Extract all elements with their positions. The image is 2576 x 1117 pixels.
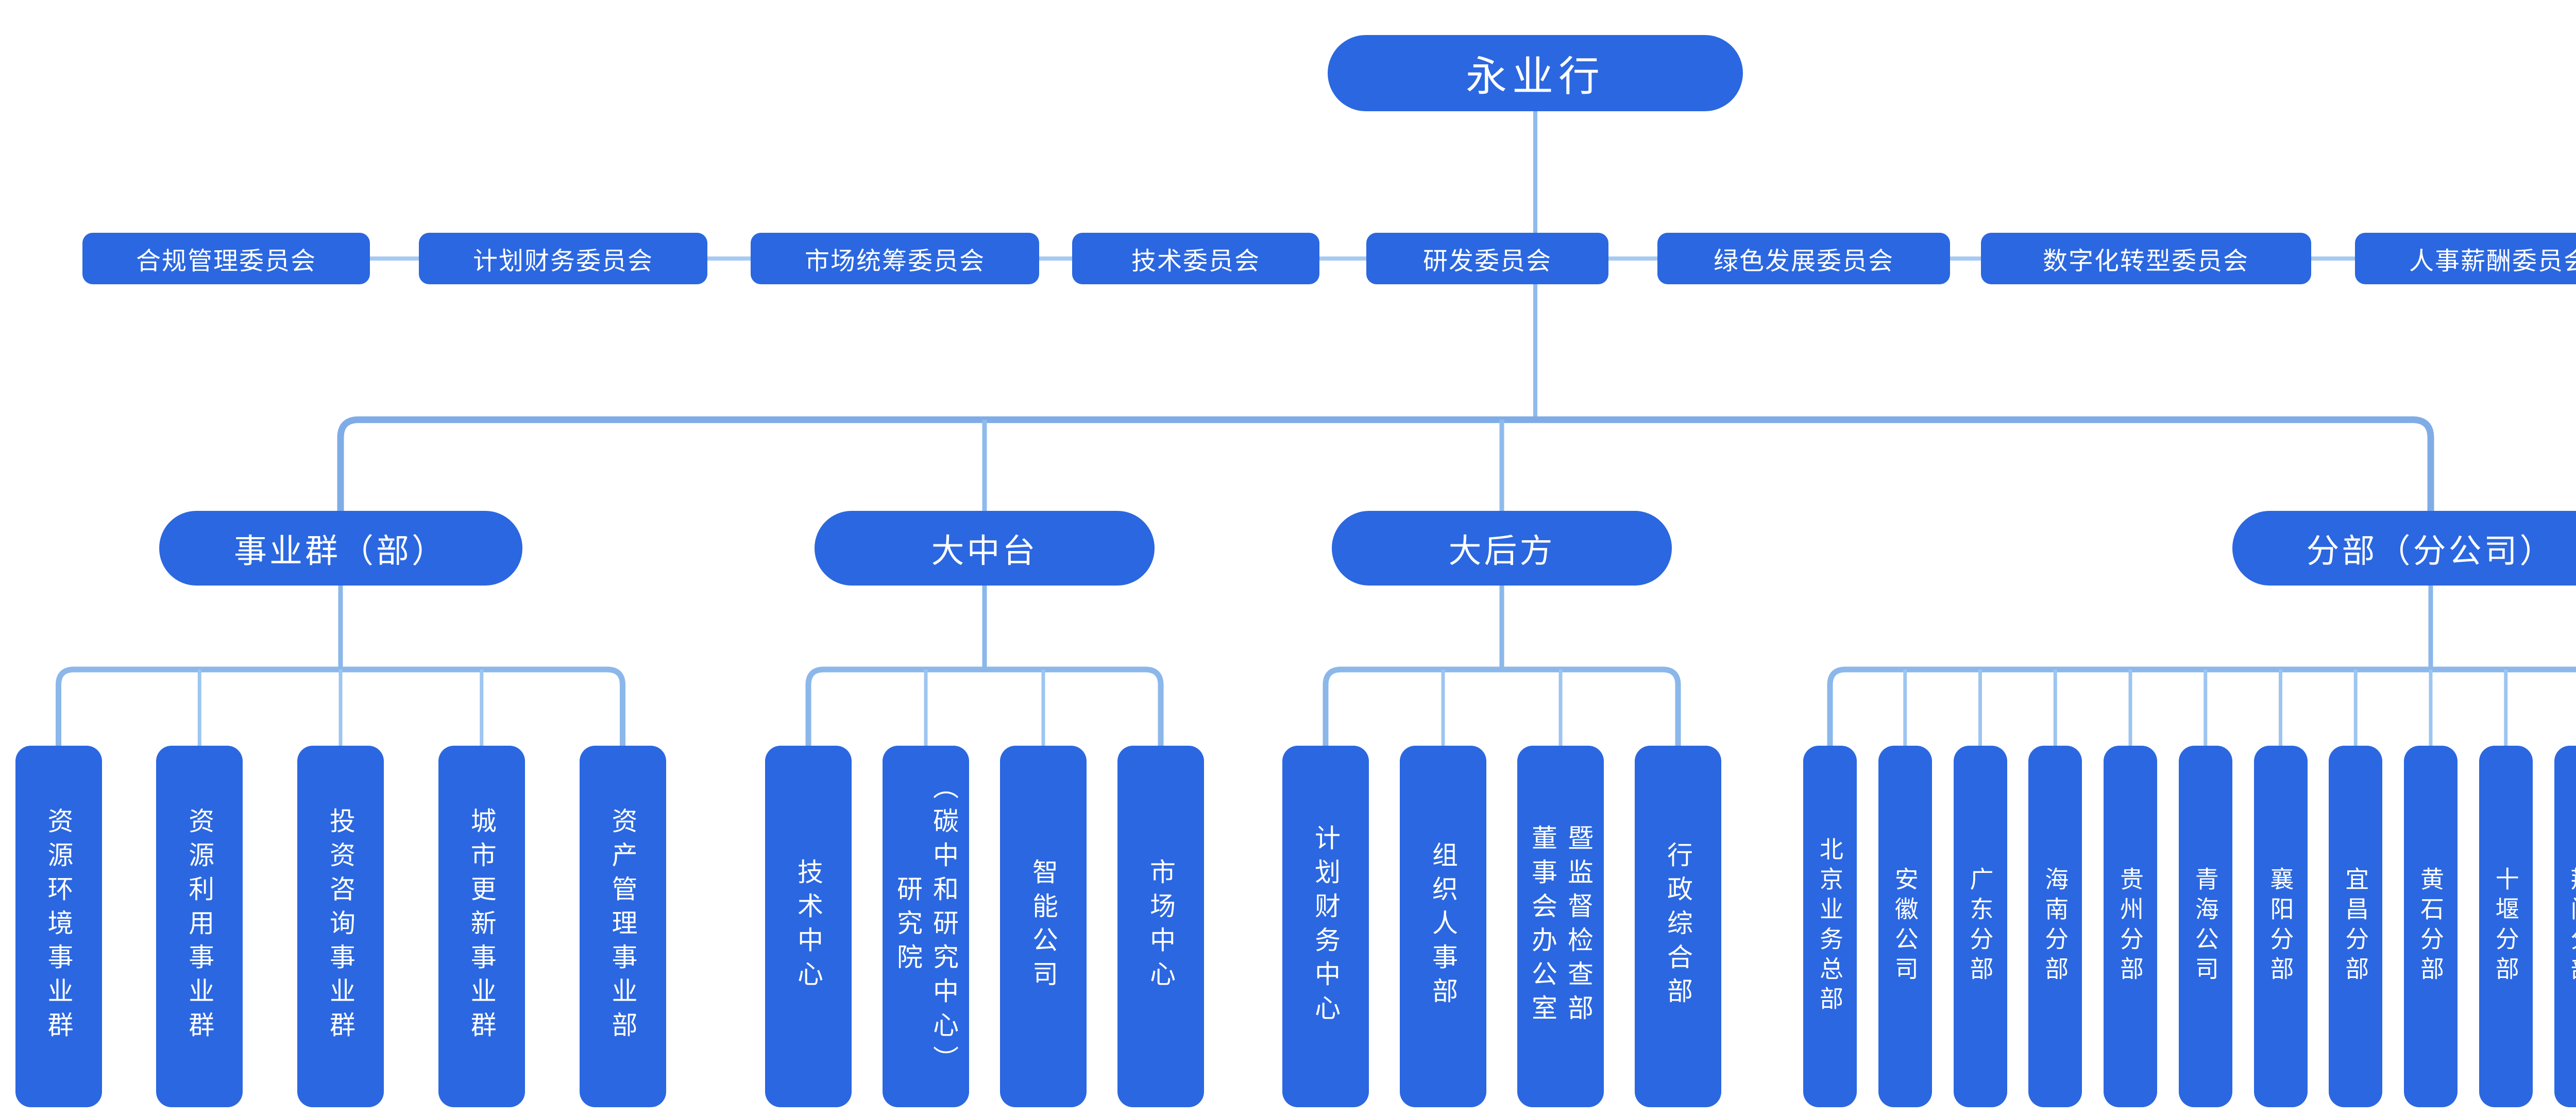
level2-bus-line — [337, 416, 2434, 511]
branch-dept-node: 海南分部 — [2028, 746, 2082, 1107]
dept-label: 安徽公司 — [1891, 867, 1919, 986]
dept-node: 城市更新事业群 — [438, 746, 525, 1107]
committee-node: 计划财务委员会 — [419, 233, 707, 284]
dept-label: 襄阳分部 — [2267, 867, 2294, 986]
dept-label: 资源环境事业群 — [44, 807, 73, 1045]
dept-label: 宜昌分部 — [2342, 867, 2369, 986]
dept-label: 荆门分部 — [2567, 867, 2576, 986]
committee-node: 市场统筹委员会 — [751, 233, 1039, 284]
group-header-node: 大后方 — [1332, 511, 1672, 586]
dept-label: 投资咨询事业群 — [326, 807, 355, 1045]
dept-node: 计划财务中心 — [1282, 746, 1369, 1107]
branch-dept-node: 黄石分部 — [2404, 746, 2458, 1107]
dept-node: 资源利用事业群 — [156, 746, 243, 1107]
dept-node: 研究院 （碳中和研究中心） — [883, 746, 969, 1107]
dept-label: 行政综合部 — [1664, 841, 1692, 1011]
committee-node: 绿色发展委员会 — [1657, 233, 1950, 284]
branch-dept-node: 北京业务总部 — [1803, 746, 1857, 1107]
dept-label: 研究院 （碳中和研究中心） — [893, 774, 958, 1079]
committee-node: 合规管理委员会 — [82, 233, 370, 284]
group-header-node: 大中台 — [815, 511, 1155, 586]
dept-label: 资源利用事业群 — [185, 807, 214, 1045]
dept-label: 市场中心 — [1146, 858, 1175, 994]
committee-node: 人事薪酬委员会 — [2355, 233, 2576, 284]
dept-node: 董事会办公室 暨监督检查部 — [1517, 746, 1604, 1107]
org-root-node: 永业行 — [1328, 35, 1743, 111]
dept-node: 技术中心 — [765, 746, 852, 1107]
branch-dept-node: 广东分部 — [1953, 746, 2007, 1107]
dept-node: 资产管理事业部 — [579, 746, 666, 1107]
dept-label: 技术中心 — [794, 858, 823, 994]
dept-node: 组织人事部 — [1400, 746, 1486, 1107]
branch-dept-node: 十堰分部 — [2479, 746, 2533, 1107]
dept-label: 黄石分部 — [2417, 867, 2445, 986]
dept-label: 计划财务中心 — [1311, 824, 1340, 1028]
group-header-node: 分部（分公司） — [2232, 511, 2576, 586]
dept-label: 贵州分部 — [2117, 867, 2144, 986]
branch-dept-node: 贵州分部 — [2104, 746, 2157, 1107]
group-bus-line — [805, 666, 1164, 746]
dept-label: 董事会办公室 暨监督检查部 — [1528, 824, 1593, 1028]
dept-node: 智能公司 — [1000, 746, 1087, 1107]
branch-dept-node: 青海公司 — [2178, 746, 2232, 1107]
branch-dept-node: 宜昌分部 — [2329, 746, 2383, 1107]
dept-label: 海南分部 — [2042, 867, 2069, 986]
group-bus-line — [1323, 666, 1681, 746]
dept-label: 组织人事部 — [1429, 841, 1458, 1011]
group-header-node: 事业群（部） — [159, 511, 522, 586]
dept-label: 智能公司 — [1029, 858, 1058, 994]
dept-label: 十堰分部 — [2492, 867, 2519, 986]
dept-label: 城市更新事业群 — [467, 807, 496, 1045]
dept-label: 广东分部 — [1967, 867, 1994, 986]
committee-node: 技术委员会 — [1072, 233, 1319, 284]
committee-node: 研发委员会 — [1366, 233, 1608, 284]
dept-node: 市场中心 — [1117, 746, 1204, 1107]
dept-node: 行政综合部 — [1635, 746, 1721, 1107]
group-bus-line — [1827, 666, 2576, 746]
branch-dept-node: 荆门分部 — [2554, 746, 2576, 1107]
dept-node: 投资咨询事业群 — [297, 746, 384, 1107]
dept-label: 资产管理事业部 — [608, 807, 637, 1045]
dept-label: 北京业务总部 — [1817, 837, 1844, 1016]
branch-dept-node: 安徽公司 — [1878, 746, 1932, 1107]
dept-node: 资源环境事业群 — [15, 746, 102, 1107]
committee-node: 数字化转型委员会 — [1980, 233, 2311, 284]
dept-label: 青海公司 — [2192, 867, 2219, 986]
branch-dept-node: 襄阳分部 — [2253, 746, 2308, 1107]
